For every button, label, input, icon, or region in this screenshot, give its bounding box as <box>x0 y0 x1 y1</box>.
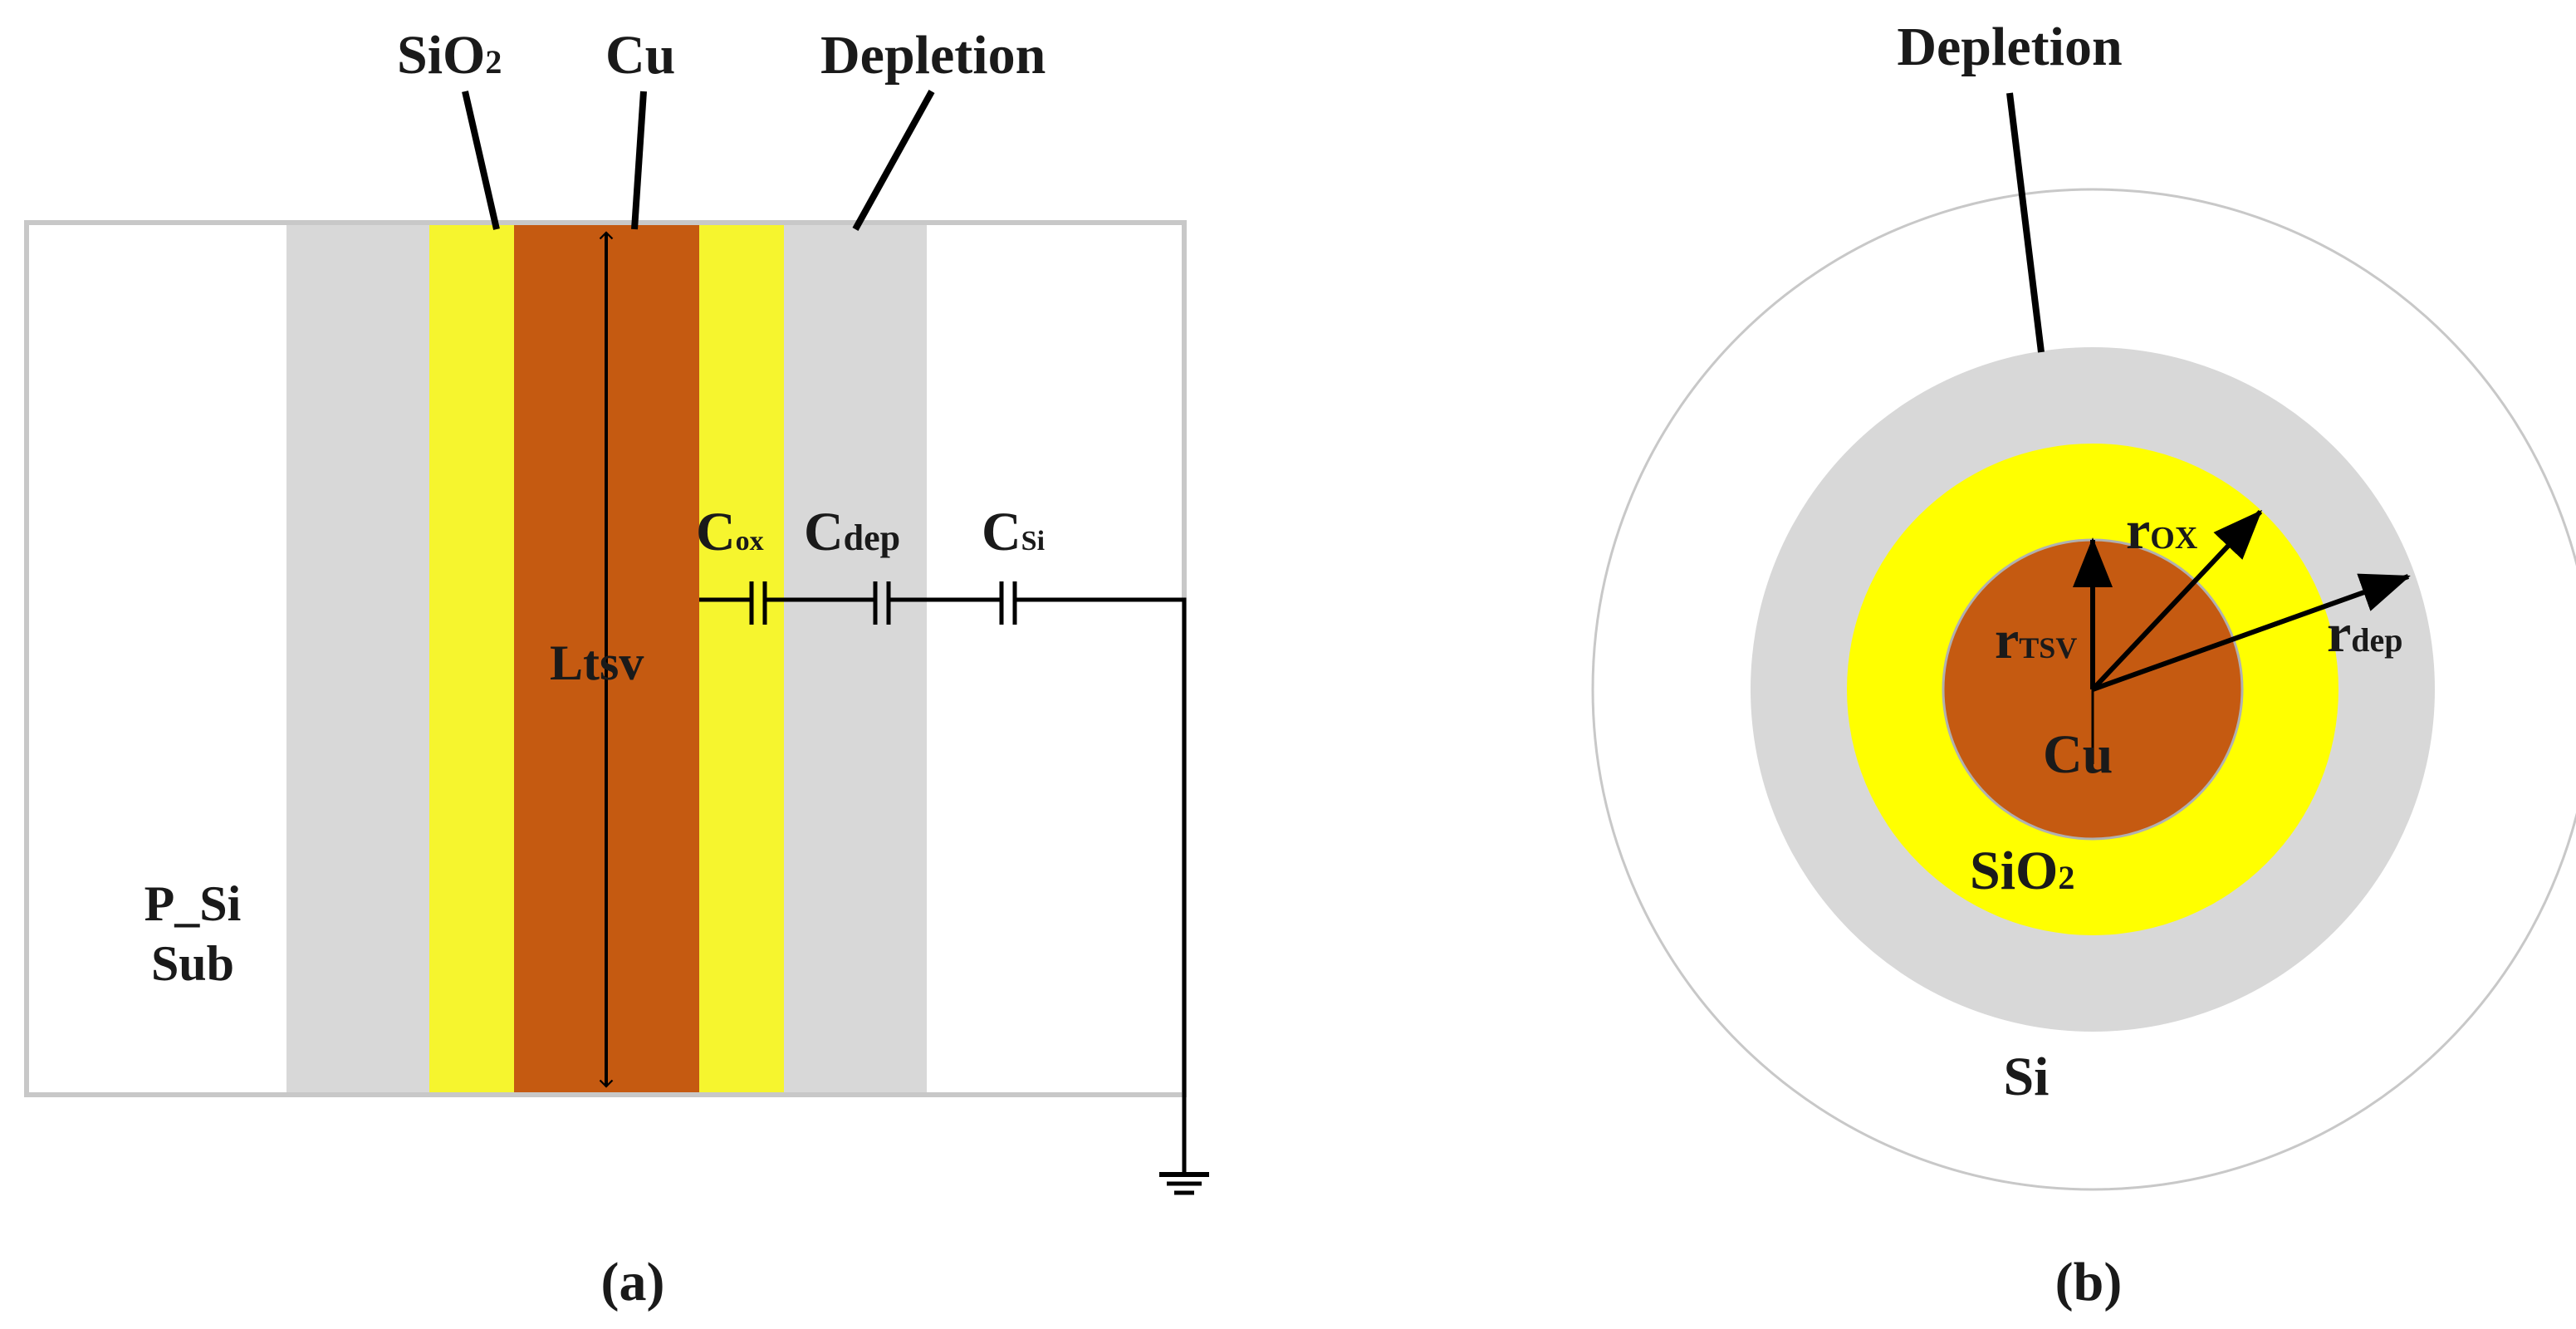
capacitor-icon <box>999 581 1017 625</box>
si-label: Si <box>2003 1047 2049 1107</box>
panel-b: Depletion rOX rTSV rdep Cu SiO2 Si (b) <box>1591 17 2576 1312</box>
r-dep-label: rdep <box>2327 603 2403 664</box>
capacitor-icon <box>749 581 767 625</box>
substrate-label-line2: Sub <box>151 936 234 991</box>
cap-si-label: CSi <box>982 502 1045 562</box>
substrate-label-line1: P_Si <box>144 876 242 931</box>
ground-icon <box>1159 1172 1209 1195</box>
depletion-label: Depletion <box>820 25 1046 86</box>
oxide-band-right <box>699 225 784 1092</box>
panel-a-caption: (a) <box>601 1252 665 1312</box>
cap-dep-label: Cdep <box>804 502 900 562</box>
radius-ox-arrow-icon <box>2090 509 2263 692</box>
depletion-band-right <box>784 225 927 1092</box>
panel-a: SiO2 Cu Depletion Ltsv Cox Cdep CSi P_Si… <box>24 25 1209 1312</box>
r-tsv-label: rTSV <box>1995 610 2077 670</box>
capacitor-icon <box>873 581 891 625</box>
sio2-label: SiO2 <box>1970 841 2074 901</box>
cu-label: Cu <box>2043 724 2113 785</box>
sio2-label: SiO2 <box>397 25 502 86</box>
oxide-band-left <box>429 225 514 1092</box>
depletion-band-left <box>286 225 429 1092</box>
radius-dep-arrow-icon <box>2091 573 2411 692</box>
cap-ox-label: Cox <box>696 502 764 562</box>
depletion-label: Depletion <box>1897 17 2122 77</box>
panel-b-caption: (b) <box>2055 1252 2123 1312</box>
depletion-leader-line <box>2006 92 2045 353</box>
ground-wire <box>1015 597 1187 1173</box>
depletion-leader-line <box>852 90 935 231</box>
r-ox-label: rOX <box>2126 500 2197 561</box>
sio2-leader-line <box>462 91 500 230</box>
ltsv-label: Ltsv <box>550 635 644 690</box>
cu-label: Cu <box>605 25 675 86</box>
cu-leader-line <box>631 91 647 230</box>
